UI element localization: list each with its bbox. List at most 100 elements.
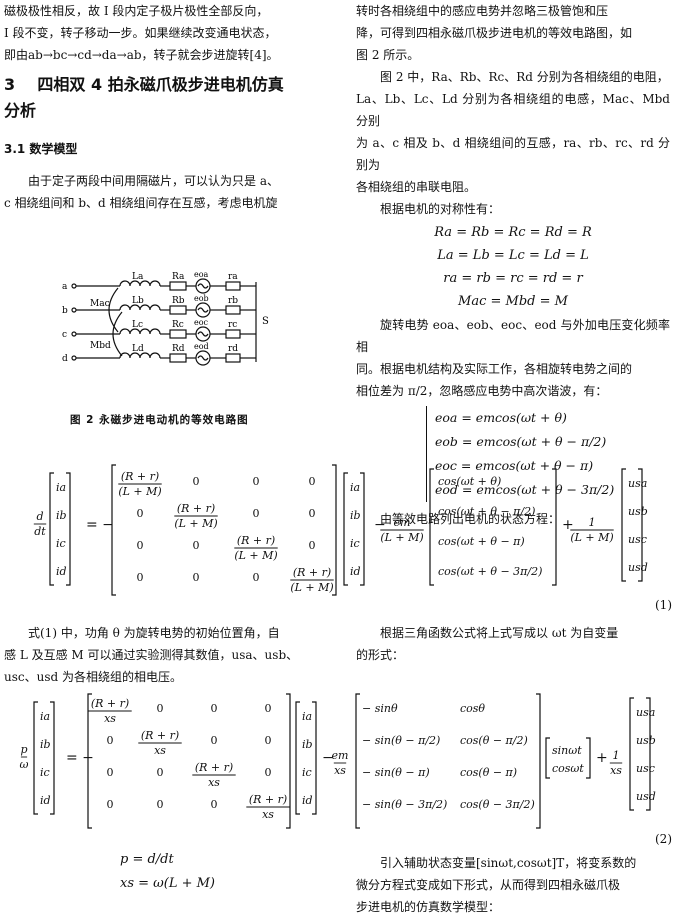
equation-1-number: (1) — [655, 598, 672, 612]
resistor-label: Rb — [172, 296, 185, 306]
r-p4-l3: 相位差为 π/2，忽略感应电势中高次谐波，有： — [356, 384, 608, 398]
eq1-input-entry: usa — [628, 477, 647, 490]
eq2-diag-num: (R + r) — [249, 793, 287, 806]
matrix-bracket — [49, 472, 54, 586]
r-p5: 由等效电路列出电机的状态方程： — [380, 512, 561, 526]
eq2-diag-num: (R + r) — [91, 697, 129, 710]
series-resistor-label: rc — [228, 320, 237, 330]
para1-line2: c 相绕组间和 b、d 相绕组间存在互感，考虑电机旋 — [4, 196, 278, 210]
eq2-state-rhs-entry: id — [302, 794, 313, 807]
matrix-bracket — [638, 468, 643, 582]
matrix-bracket — [50, 701, 55, 815]
eq1-state-entry: ic — [56, 537, 66, 550]
terminal-node — [71, 331, 77, 337]
series-resistor-rc — [225, 329, 241, 339]
eq2-cos-term: cos(θ − π/2) — [460, 734, 528, 747]
eq1-state-rhs-entry: id — [350, 565, 361, 578]
para1-line1: 由于定子两段中间用隔磁片，可以认为只是 a、 — [28, 174, 279, 188]
intro-line-2: Ⅰ 段不变，转子移动一步。如果继续改变通电状态， — [4, 26, 277, 40]
matrix-bracket — [429, 468, 434, 586]
eq1-plus: + — [562, 517, 574, 533]
matrix-bracket — [111, 464, 116, 596]
matrix-bracket — [33, 701, 38, 815]
intro-line-3: 即由ab→bc→cd→da→ab，转子就会步进旋转[4]。 — [4, 48, 279, 62]
emf-sine — [197, 283, 209, 289]
mid-left-l1: 式(1) 中，功角 θ 为旋转电势的初始位置角，自 — [28, 626, 280, 640]
r-p1-l2: 降，可得到四相永磁爪极步进电机的等效电路图，如 — [356, 26, 633, 40]
eq2-coef-e-den: xs — [334, 764, 346, 777]
eq2-state-rhs-entry: ib — [302, 738, 313, 751]
eq2-sin-term: − sin(θ − π) — [362, 766, 430, 779]
terminal-node — [71, 355, 77, 361]
eq2-diag-num: (R + r) — [141, 729, 179, 742]
mid-left-l3: usc、usd 为各相绕组的相电压。 — [4, 670, 182, 684]
emf-label: eoa — [194, 270, 209, 279]
eq1-coef-e-num: em — [394, 516, 411, 529]
symmetry-eq-4: Mac = Mbd = M — [458, 294, 568, 309]
eq1-equals: = − — [86, 517, 114, 533]
eq2-equals: = − — [66, 750, 94, 766]
eq1-input-entry: usb — [628, 505, 648, 518]
eq2-input-entry: usb — [636, 734, 656, 747]
matrix-bracket — [536, 693, 541, 829]
eq2-zero: 0 — [211, 734, 218, 747]
matrix-bracket — [552, 468, 557, 586]
section-title-2: 分析 — [4, 101, 37, 120]
eq2-cos-term: cos(θ − 3π/2) — [460, 798, 535, 811]
eq2-diag-den: xs — [104, 712, 116, 725]
figure-caption: 图 2 永磁步进电动机的等效电路图 — [70, 414, 249, 426]
eq2-minus: − — [322, 750, 334, 766]
eq2-plus: + — [596, 750, 608, 766]
section-title-1: 四相双 4 拍永磁爪极步进电机仿真 — [37, 75, 284, 94]
emf-label: eob — [194, 294, 209, 303]
emf-sine — [197, 355, 209, 361]
inductor-label: La — [132, 272, 144, 282]
r-p1-l1: 转时各相绕组中的感应电势并忽略三极管饱和压 — [356, 4, 609, 18]
matrix-bracket — [621, 468, 626, 582]
eq2-state-rhs-entry: ic — [302, 766, 312, 779]
terminal-node — [71, 307, 77, 313]
eq1-cos-term: cos(ωt + θ − π) — [438, 535, 525, 548]
eq2-diag-den: xs — [262, 808, 274, 821]
eq2-input-entry: usa — [636, 706, 655, 719]
equation-2-number: (2) — [655, 832, 672, 846]
mutual-label-ac: Mac — [90, 299, 110, 309]
matrix-bracket — [360, 472, 365, 586]
eq2-zero: 0 — [265, 702, 272, 715]
eq2-zero: 0 — [265, 766, 272, 779]
resistor-label: Ra — [172, 272, 185, 282]
r-p2-l4: 各相绕组的串联电阻。 — [356, 180, 477, 194]
eq1-input-entry: usd — [628, 561, 648, 574]
switch-label: S — [262, 316, 269, 327]
eq2-sin-term: − sin(θ − π/2) — [362, 734, 440, 747]
eq1-diag-den: (L + M) — [118, 485, 161, 498]
symmetry-eq-3: ra = rb = rc = rd = r — [443, 271, 583, 286]
eq2-diag-num: (R + r) — [195, 761, 233, 774]
section-heading: 3 四相双 4 拍永磁爪极步进电机仿真 分析 — [4, 72, 336, 124]
r-p1-l3: 图 2 所示。 — [356, 48, 420, 62]
r-p2-l3: 为 a、c 相及 b、d 相绕组间的互感，ra、rb、rc、rd 分别为 — [356, 136, 670, 172]
series-resistor-label: ra — [228, 272, 238, 282]
inductor-label: Lb — [132, 296, 144, 306]
eq1-zero: 0 — [253, 507, 260, 520]
emf-label: eod — [194, 342, 209, 351]
inductor-label: Lc — [132, 320, 143, 330]
xs-definition: xs = ω(L + M) — [120, 876, 216, 891]
series-resistor-rd — [225, 353, 241, 363]
eq1-zero: 0 — [309, 539, 316, 552]
eq1-diag-num: (R + r) — [293, 566, 331, 579]
eq1-zero: 0 — [253, 475, 260, 488]
eq2-zero: 0 — [157, 766, 164, 779]
inductor-Ld — [119, 352, 161, 359]
inductor-label: Ld — [132, 344, 144, 354]
eq2-lhs-den: ω — [20, 758, 29, 771]
eq1-state-rhs-entry: ia — [350, 481, 360, 494]
r-p3: 根据电机的对称性有： — [380, 202, 501, 216]
eq2-sin-term: − sin(θ − 3π/2) — [362, 798, 447, 811]
eq2-state-rhs-entry: ia — [302, 710, 312, 723]
eq1-lhs-den: dt — [34, 525, 46, 538]
terminal-a: a — [62, 282, 68, 292]
eq2-input-entry: usd — [636, 790, 656, 803]
